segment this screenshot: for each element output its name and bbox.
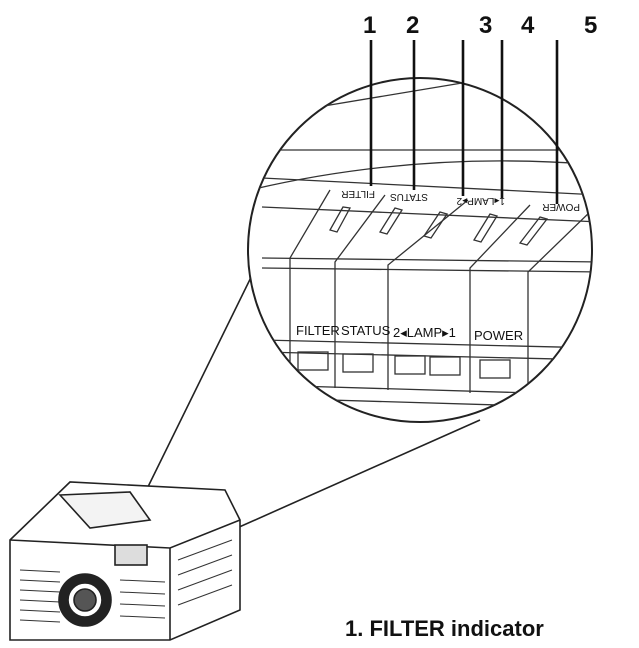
status-label: STATUS	[341, 323, 391, 338]
callout-1: 1	[363, 12, 376, 39]
mirrored-status-label: STATUS	[390, 191, 428, 202]
mirrored-lamp-label: 1◂LAMP▸2	[456, 195, 505, 206]
front-label-row: FILTER STATUS 2◂LAMP▸1 POWER	[296, 323, 523, 343]
filter-label: FILTER	[296, 323, 340, 338]
mirrored-filter-label: FILTER	[341, 188, 375, 199]
callout-4: 4	[521, 12, 535, 39]
caption: 1. FILTER indicator	[345, 616, 544, 641]
projector-illustration	[9, 481, 241, 641]
power-label: POWER	[474, 328, 523, 343]
mirrored-power-label: POWER	[542, 201, 580, 212]
lamp-label: 2◂LAMP▸1	[393, 325, 456, 340]
callouts: 1 2 3 4 5	[363, 12, 597, 204]
callout-2: 2	[406, 12, 419, 39]
magnified-view: FILTER STATUS 1◂LAMP▸2 POWER FILTER STAT…	[247, 77, 593, 423]
callout-5: 5	[584, 12, 597, 39]
callout-3: 3	[479, 12, 492, 39]
mirrored-label-row: FILTER STATUS 1◂LAMP▸2 POWER	[341, 188, 580, 212]
